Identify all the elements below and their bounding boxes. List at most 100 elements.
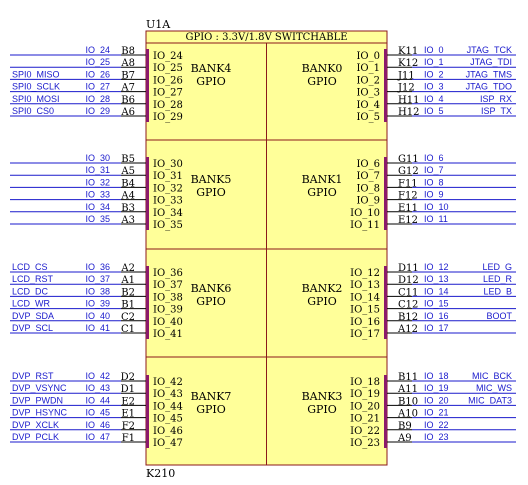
pin-io-name: IO_46 — [153, 426, 183, 437]
pin-io-name: IO_3 — [356, 88, 380, 99]
net-label[interactable]: LED_B — [483, 286, 512, 296]
pin-number: H12 — [398, 107, 419, 118]
net-name[interactable]: IO_1 — [424, 57, 444, 67]
net-name[interactable]: IO_12 — [424, 262, 449, 272]
net-name[interactable]: IO_22 — [424, 420, 449, 430]
pin-io-name: IO_37 — [153, 280, 183, 291]
net-name[interactable]: IO_21 — [424, 408, 449, 418]
net-label[interactable]: DVP_VSYNC — [12, 383, 67, 393]
net-name[interactable]: IO_25 — [85, 57, 110, 67]
net-label[interactable]: SPI0_SCLK — [12, 82, 60, 92]
net-label[interactable]: LED_R — [483, 274, 513, 284]
net-name[interactable]: IO_30 — [85, 153, 110, 163]
net-label[interactable]: MIC_DAT3 — [468, 395, 512, 405]
bank-name: BANK5 — [191, 173, 232, 186]
net-label[interactable]: LCD_RST — [12, 274, 54, 284]
pin-io-name: IO_32 — [153, 183, 183, 194]
net-label[interactable]: DVP_RST — [12, 371, 54, 381]
net-label[interactable]: JTAG_TDO — [466, 82, 512, 92]
net-name[interactable]: IO_4 — [424, 94, 444, 104]
bank-name: BANK6 — [191, 282, 232, 295]
net-name[interactable]: IO_20 — [424, 395, 449, 405]
net-name[interactable]: IO_26 — [85, 69, 110, 79]
pin-io-name: IO_10 — [350, 208, 380, 219]
net-label[interactable]: SPI0_MISO — [12, 69, 60, 79]
net-name[interactable]: IO_17 — [424, 323, 449, 333]
pin-number: F12 — [398, 191, 418, 202]
net-name[interactable]: IO_40 — [85, 311, 110, 321]
net-label[interactable]: LCD_DC — [12, 286, 49, 296]
pin-io-name: IO_9 — [356, 196, 380, 207]
net-name[interactable]: IO_3 — [424, 82, 444, 92]
net-name[interactable]: IO_6 — [424, 153, 444, 163]
net-name[interactable]: IO_33 — [85, 190, 110, 200]
pin-io-name: IO_12 — [350, 268, 380, 279]
net-label[interactable]: DVP_SCL — [12, 323, 53, 333]
net-name[interactable]: IO_23 — [424, 432, 449, 442]
net-label[interactable]: DVP_PCLK — [12, 432, 59, 442]
net-label[interactable]: ISP_RX — [480, 94, 512, 104]
net-label[interactable]: DVP_XCLK — [12, 420, 59, 430]
net-name[interactable]: IO_13 — [424, 274, 449, 284]
net-label[interactable]: DVP_HSYNC — [12, 408, 68, 418]
net-name[interactable]: IO_39 — [85, 299, 110, 309]
pin-marker-strip — [146, 266, 149, 339]
net-label[interactable]: LCD_CS — [12, 262, 48, 272]
net-name[interactable]: IO_45 — [85, 408, 110, 418]
net-name[interactable]: IO_31 — [85, 165, 110, 175]
net-name[interactable]: IO_34 — [85, 202, 110, 212]
net-name[interactable]: IO_42 — [85, 371, 110, 381]
net-name[interactable]: IO_28 — [85, 94, 110, 104]
net-label[interactable]: JTAG_TMS — [466, 69, 512, 79]
net-label[interactable]: LED_G — [482, 262, 512, 272]
net-name[interactable]: IO_5 — [424, 106, 444, 116]
net-name[interactable]: IO_11 — [424, 214, 448, 224]
net-name[interactable]: IO_44 — [85, 395, 110, 405]
net-name[interactable]: IO_43 — [85, 383, 110, 393]
bank-name: BANK4 — [191, 62, 232, 75]
bank-type: GPIO — [196, 75, 226, 88]
net-name[interactable]: IO_0 — [424, 45, 444, 55]
net-name[interactable]: IO_18 — [424, 371, 449, 381]
net-name[interactable]: IO_37 — [85, 274, 110, 284]
net-name[interactable]: IO_47 — [85, 432, 110, 442]
net-name[interactable]: IO_9 — [424, 190, 444, 200]
net-name[interactable]: IO_19 — [424, 383, 449, 393]
net-label[interactable]: MIC_BCK — [472, 371, 512, 381]
pin-number: F2 — [122, 421, 135, 432]
net-name[interactable]: IO_46 — [85, 420, 110, 430]
pin-number: B9 — [398, 421, 412, 432]
net-name[interactable]: IO_36 — [85, 262, 110, 272]
net-name[interactable]: IO_7 — [424, 165, 444, 175]
net-label[interactable]: MIC_WS — [476, 383, 512, 393]
net-name[interactable]: IO_8 — [424, 177, 444, 187]
pin-number: A3 — [120, 215, 135, 226]
net-label[interactable]: JTAG_TDI — [470, 57, 512, 67]
net-name[interactable]: IO_32 — [85, 177, 110, 187]
net-name[interactable]: IO_29 — [85, 106, 110, 116]
net-label[interactable]: DVP_SDA — [12, 311, 54, 321]
net-name[interactable]: IO_27 — [85, 82, 110, 92]
net-name[interactable]: IO_16 — [424, 311, 449, 321]
net-label[interactable]: ISP_TX — [481, 106, 512, 116]
pin-io-name: IO_6 — [356, 159, 380, 170]
net-label[interactable]: DVP_PWDN — [12, 395, 63, 405]
net-label[interactable]: JTAG_TCK — [467, 45, 512, 55]
net-name[interactable]: IO_10 — [424, 202, 449, 212]
net-name[interactable]: IO_38 — [85, 286, 110, 296]
pin-io-name: IO_41 — [153, 329, 183, 340]
net-label[interactable]: BOOT — [486, 311, 512, 321]
net-label[interactable]: SPI0_MOSI — [12, 94, 60, 104]
net-name[interactable]: IO_41 — [85, 323, 110, 333]
net-name[interactable]: IO_2 — [424, 69, 444, 79]
bank-type: GPIO — [307, 295, 337, 308]
net-label[interactable]: SPI0_CS0 — [12, 106, 54, 116]
net-label[interactable]: LCD_WR — [12, 299, 51, 309]
pin-io-name: IO_21 — [350, 414, 380, 425]
net-name[interactable]: IO_15 — [424, 299, 449, 309]
pin-number: B10 — [398, 396, 418, 407]
component-title: GPIO : 3.3V/1.8V SWITCHABLE — [185, 32, 347, 43]
net-name[interactable]: IO_14 — [424, 286, 449, 296]
net-name[interactable]: IO_35 — [85, 214, 110, 224]
net-name[interactable]: IO_24 — [85, 45, 110, 55]
